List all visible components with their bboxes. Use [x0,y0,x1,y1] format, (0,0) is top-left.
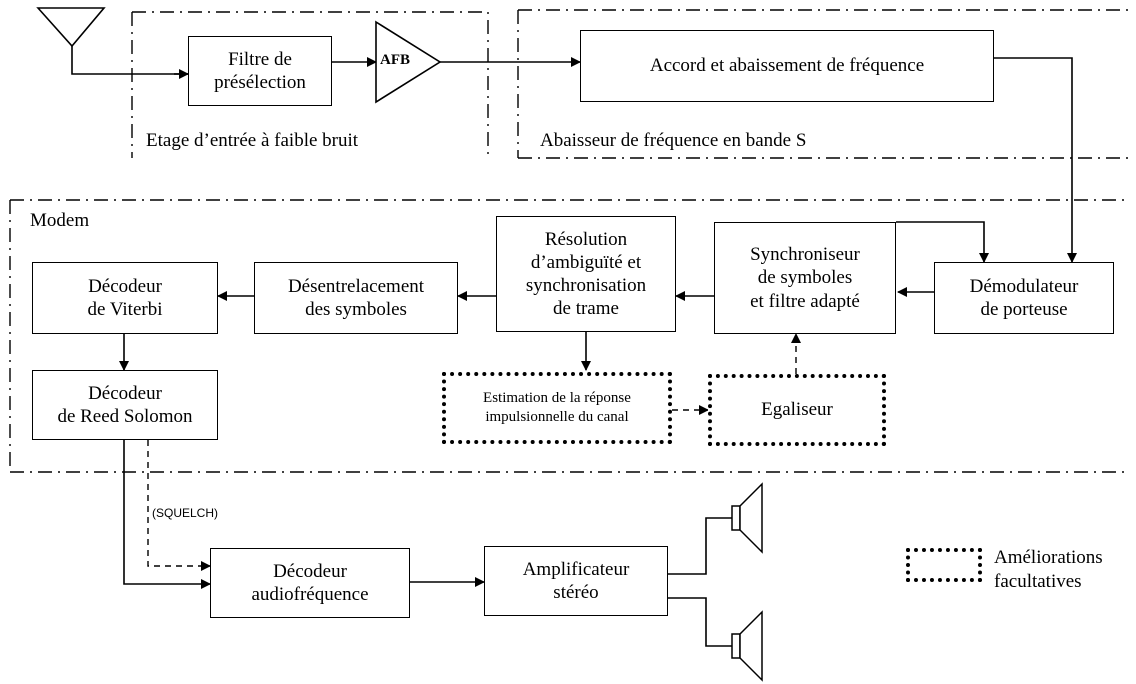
viterbi-decoder-block: Décodeur de Viterbi [32,262,218,334]
modem-outline [9,199,1130,473]
tuning-block: Accord et abaissement de fréquence [580,30,994,102]
audio-decoder-block: Décodeur audiofréquence [210,548,410,618]
wire-amp-speaker-bottom [668,597,732,647]
deinterleaver-block: Désentrelacement des symboles [254,262,458,334]
speaker-top-icon [731,482,763,554]
symbol-synchronizer-block: Synchroniseur de symboles et filtre adap… [714,222,896,334]
reed-solomon-decoder-block: Décodeur de Reed Solomon [32,370,218,440]
stereo-amplifier-block: Amplificateur stéréo [484,546,668,616]
antenna-icon [36,7,190,75]
carrier-demodulator-block: Démodulateur de porteuse [934,262,1114,334]
modem-label: Modem [30,210,90,231]
channel-estimation-block: Estimation de la réponse impulsionnelle … [442,372,672,444]
squelch-label: (SQUELCH) [152,506,219,520]
afb-label: AFB [380,52,410,68]
lna-stage-label: Etage d’entrée à faible bruit [146,130,359,151]
downconverter-outline [517,9,1130,159]
wire-sync-loop [896,221,989,263]
afb-amplifier-shape [375,20,442,104]
wire-rs-audio [123,440,211,589]
wire-tuning-demod [994,57,1077,263]
preselection-filter-block: Filtre de présélection [188,36,332,106]
lna-stage-outline [131,11,489,158]
wire-amp-speaker-top [668,517,732,575]
legend-optional-label: Améliorations facultatives [994,547,1103,592]
downconverter-label: Abaisseur de fréquence en bande S [540,130,807,151]
ambiguity-resolution-block: Résolution d’ambiguïté et synchronisatio… [496,216,676,332]
legend-optional-swatch [906,548,982,582]
wire-squelch [147,440,211,571]
equalizer-block: Egaliseur [708,374,886,446]
speaker-bottom-icon [731,610,763,682]
